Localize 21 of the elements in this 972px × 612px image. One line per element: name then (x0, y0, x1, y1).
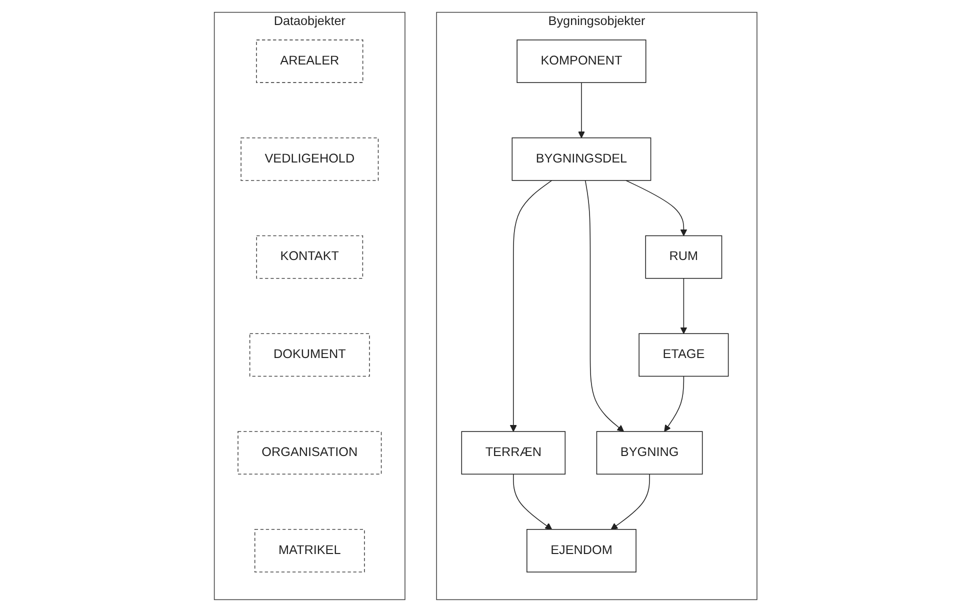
node-box: AREALER (256, 40, 364, 83)
node-box: DOKUMENT (250, 333, 370, 377)
node-box: KONTAKT (256, 235, 364, 279)
arrow (664, 376, 684, 432)
arrow (585, 180, 624, 432)
node-box: KOMPONENT (517, 40, 647, 83)
node-box: ORGANISATION (238, 431, 382, 475)
arrow (578, 82, 586, 138)
node-box: TERRÆN (462, 431, 566, 475)
node-box: ETAGE (639, 333, 730, 377)
arrow (513, 474, 552, 530)
arrow (626, 180, 688, 236)
node-box: VEDLIGEHOLD (241, 137, 379, 181)
node-box: BYGNINGSDEL (512, 137, 652, 181)
arrow (510, 180, 553, 432)
arrow (611, 474, 650, 530)
node-box: BYGNING (596, 431, 704, 475)
node-box: EJENDOM (526, 529, 637, 572)
node-box: MATRIKEL (254, 529, 366, 572)
node-box: RUM (646, 235, 722, 279)
arrow (680, 278, 688, 334)
